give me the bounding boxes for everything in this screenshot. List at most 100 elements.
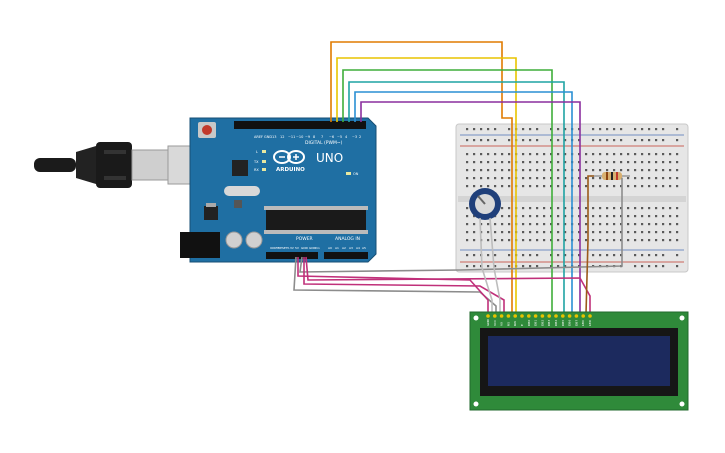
breadboard-hole: [634, 128, 637, 131]
lcd-pin: [581, 314, 585, 318]
svg-text:A3: A3: [349, 246, 353, 250]
breadboard-hole: [501, 223, 504, 226]
lcd-pin: [520, 314, 524, 318]
breadboard-hole: [648, 128, 651, 131]
breadboard-hole: [508, 185, 511, 188]
breadboard-hole: [522, 207, 525, 210]
lcd-pin: [513, 314, 517, 318]
breadboard-hole: [662, 185, 665, 188]
breadboard-hole: [627, 223, 630, 226]
breadboard-hole: [620, 231, 623, 234]
potentiometer: [469, 188, 501, 220]
breadboard-hole: [501, 215, 504, 218]
lcd-pin-label: DB7: [574, 320, 578, 326]
breadboard-hole: [522, 239, 525, 242]
breadboard-hole: [585, 231, 588, 234]
breadboard-hole: [536, 223, 539, 226]
wires: [293, 41, 623, 315]
breadboard-hole: [592, 223, 595, 226]
breadboard-hole: [655, 169, 658, 172]
lcd-pin-label: LED: [581, 319, 585, 326]
analog-label: ANALOG IN: [335, 236, 360, 242]
breadboard-hole: [466, 128, 469, 131]
breadboard-hole: [634, 177, 637, 180]
breadboard-hole: [669, 207, 672, 210]
lcd-pin: [486, 314, 490, 318]
breadboard-hole: [669, 177, 672, 180]
breadboard-hole: [634, 139, 637, 142]
breadboard-hole: [550, 231, 553, 234]
breadboard-hole: [466, 223, 469, 226]
digital-header: [234, 121, 366, 129]
svg-text:~9: ~9: [305, 135, 310, 139]
breadboard-hole: [599, 128, 602, 131]
svg-text:8: 8: [313, 135, 315, 139]
breadboard-hole: [606, 207, 609, 210]
breadboard-hole: [480, 128, 483, 131]
breadboard-hole: [550, 215, 553, 218]
led-l-label: L: [256, 150, 258, 154]
breadboard-hole: [620, 128, 623, 131]
breadboard-hole: [655, 177, 658, 180]
breadboard-hole: [648, 207, 651, 210]
breadboard-hole: [557, 239, 560, 242]
breadboard-hole: [466, 231, 469, 234]
breadboard-hole: [494, 223, 497, 226]
breadboard-hole: [641, 265, 644, 268]
breadboard-hole: [641, 185, 644, 188]
breadboard-hole: [592, 177, 595, 180]
breadboard-hole: [641, 239, 644, 242]
lcd-pin: [506, 314, 511, 318]
breadboard-hole: [564, 161, 567, 164]
breadboard-hole: [627, 239, 630, 242]
breadboard-hole: [627, 231, 630, 234]
lcd-pin-label: GND: [486, 318, 490, 326]
breadboard-hole: [466, 265, 469, 268]
breadboard-hole: [501, 177, 504, 180]
lcd-pin-label: E: [520, 324, 524, 326]
breadboard-hole: [606, 169, 609, 172]
breadboard-hole: [606, 139, 609, 142]
breadboard-hole: [599, 153, 602, 156]
breadboard-hole: [599, 223, 602, 226]
breadboard-hole: [501, 239, 504, 242]
led-rx-label: RX: [254, 168, 259, 172]
breadboard-hole: [634, 254, 637, 257]
lcd-pin: [533, 314, 538, 318]
breadboard-hole: [480, 139, 483, 142]
svg-text:IOREF: IOREF: [270, 246, 279, 250]
breadboard-hole: [522, 254, 525, 257]
breadboard-hole: [508, 177, 511, 180]
breadboard-hole: [662, 153, 665, 156]
breadboard-hole: [648, 254, 651, 257]
breadboard-hole: [648, 185, 651, 188]
breadboard-hole: [529, 231, 532, 234]
breadboard-hole: [494, 254, 497, 257]
wire-magenta-2: [303, 257, 505, 314]
breadboard-hole: [599, 207, 602, 210]
breadboard-hole: [606, 254, 609, 257]
breadboard-hole: [676, 215, 679, 218]
breadboard-hole: [550, 185, 553, 188]
breadboard-hole: [592, 231, 595, 234]
breadboard-hole: [550, 153, 553, 156]
svg-text:3.3V: 3.3V: [287, 246, 295, 250]
breadboard-hole: [487, 169, 490, 172]
wire-pot-1: [479, 217, 493, 314]
breadboard-hole: [536, 139, 539, 142]
breadboard-hole: [487, 139, 490, 142]
breadboard-hole: [550, 128, 553, 131]
svg-text:4: 4: [345, 135, 348, 139]
breadboard-hole: [550, 223, 553, 226]
breadboard-hole: [473, 231, 476, 234]
lcd-pin-label: LED: [588, 319, 592, 326]
breadboard-hole: [634, 231, 637, 234]
breadboard-hole: [669, 185, 672, 188]
arduino-logo-icon: [273, 150, 305, 164]
breadboard-hole: [585, 215, 588, 218]
lcd-pin-label: DB2: [540, 320, 544, 326]
breadboard-hole: [613, 207, 616, 210]
breadboard-hole: [557, 223, 560, 226]
breadboard-hole: [487, 254, 490, 257]
breadboard-hole: [536, 207, 539, 210]
